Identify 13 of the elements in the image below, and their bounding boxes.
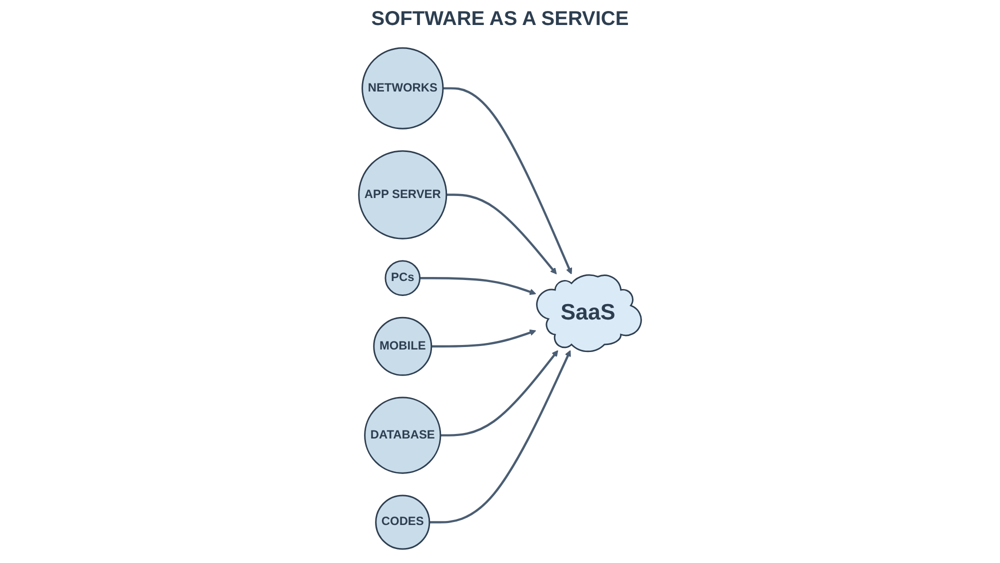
arrow <box>420 276 536 295</box>
arrow <box>442 87 572 274</box>
arrow <box>429 350 571 524</box>
arrow <box>446 194 557 274</box>
node-circle: DATABASE <box>364 396 442 474</box>
node-circle: PCs <box>384 260 421 296</box>
arrow <box>440 350 558 436</box>
node-circle: CODES <box>375 494 430 550</box>
diagram-title: SOFTWARE AS A SERVICE <box>370 8 630 31</box>
node-circle: MOBILE <box>373 316 432 376</box>
node-circle: NETWORKS <box>362 47 444 130</box>
arrow <box>431 330 536 348</box>
node-circle: APP SERVER <box>358 150 448 240</box>
